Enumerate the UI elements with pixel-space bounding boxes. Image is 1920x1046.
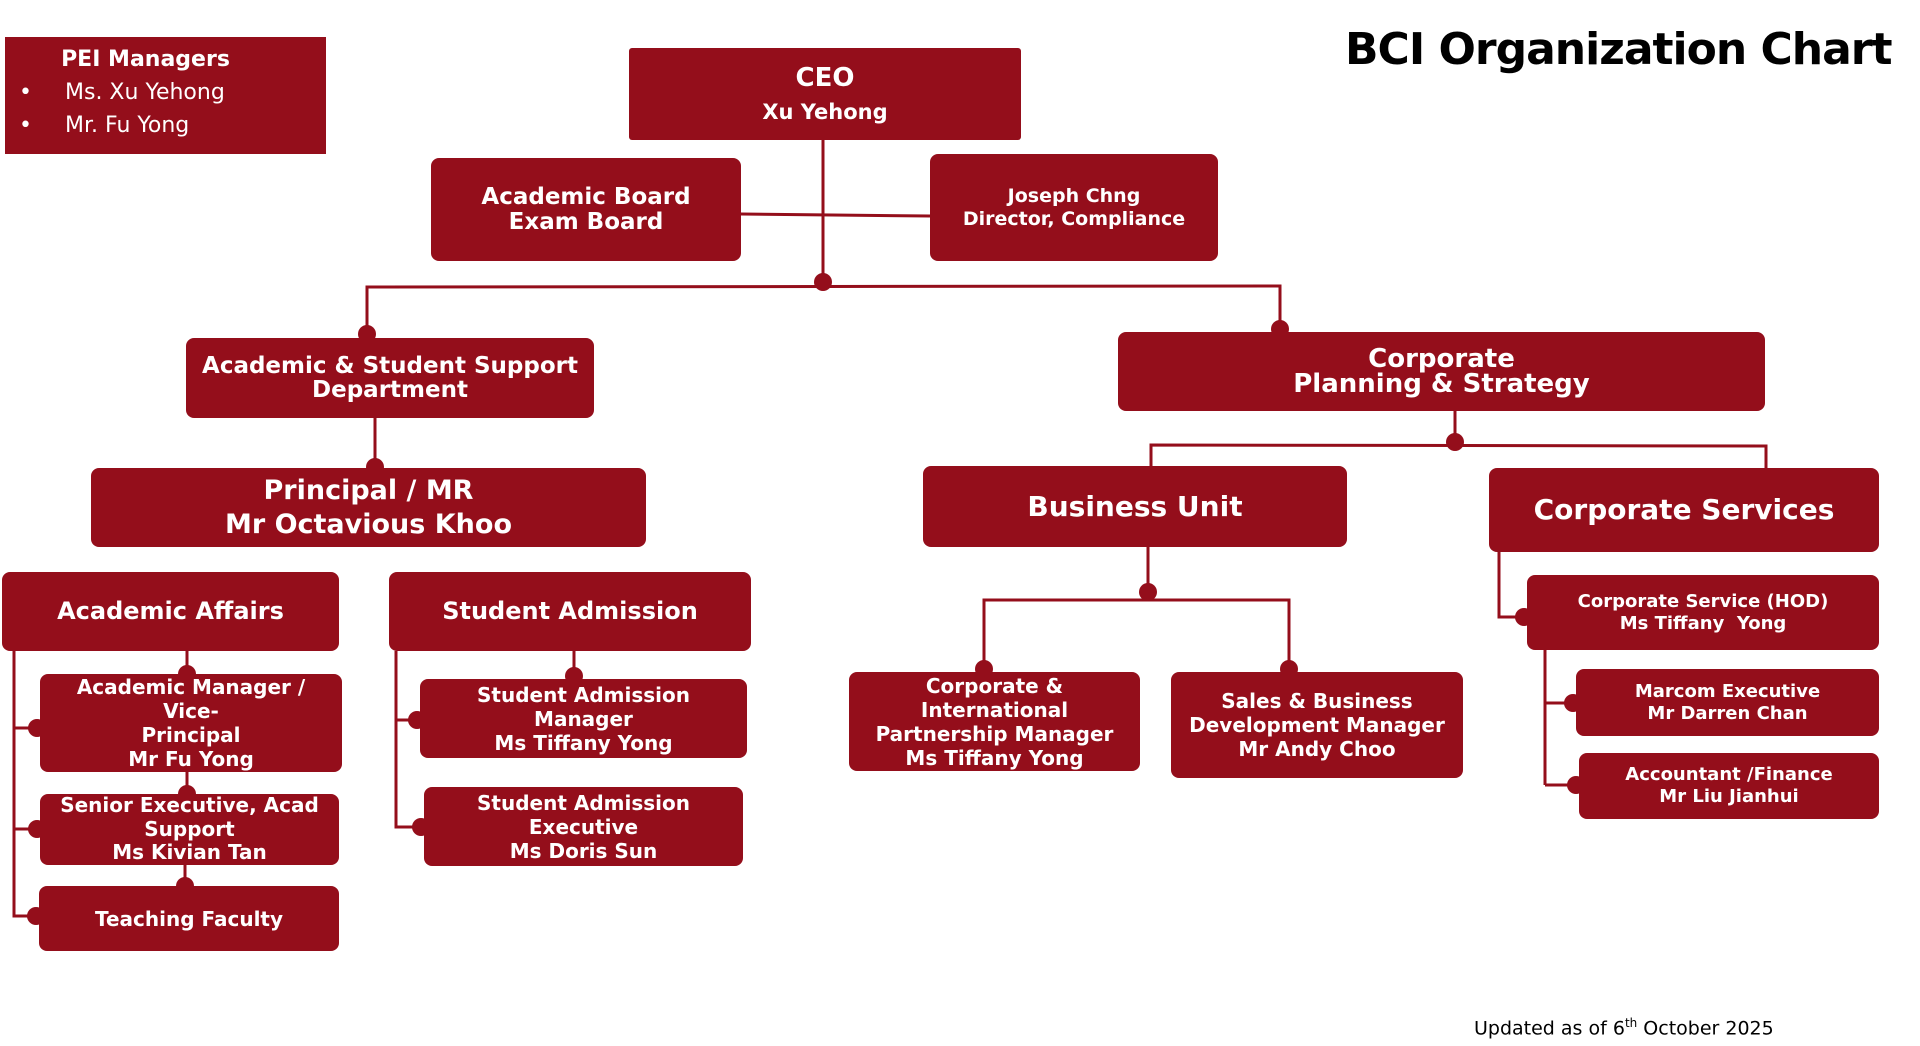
node-senior-executive: Senior Executive, Acad Support Ms Kivian…: [40, 794, 339, 865]
node-student-admission-manager: Student Admission Manager Ms Tiffany Yon…: [420, 679, 747, 758]
node-academic-manager: Academic Manager / Vice- Principal Mr Fu…: [40, 674, 342, 772]
connector-dot: [1446, 433, 1464, 451]
node-corporate-international-partnership-manager: Corporate & International Partnership Ma…: [849, 672, 1140, 771]
pei-managers-list: •Ms. Xu Yehong •Mr. Fu Yong: [5, 76, 326, 142]
node-academic-board: Academic Board Exam Board: [431, 158, 741, 261]
connector-dot: [1139, 583, 1157, 601]
pei-manager-item: •Ms. Xu Yehong: [5, 76, 326, 109]
node-academic-student-support: Academic & Student Support Department: [186, 338, 594, 418]
node-marcom-executive: Marcom Executive Mr Darren Chan: [1576, 669, 1879, 736]
connector: [12, 651, 39, 918]
node-accountant-finance: Accountant /Finance Mr Liu Jianhui: [1579, 753, 1879, 819]
node-corporate-service-hod: Corporate Service (HOD) Ms Tiffany Yong: [1527, 575, 1879, 650]
connector: [365, 284, 1282, 338]
node-student-admission-executive: Student Admission Executive Ms Doris Sun: [424, 787, 743, 866]
pei-manager-item: •Mr. Fu Yong: [5, 109, 326, 142]
node-compliance: Joseph Chng Director, Compliance: [930, 154, 1218, 261]
connector-dot: [814, 273, 832, 291]
pei-managers-heading: PEI Managers: [61, 47, 230, 72]
connector: [740, 212, 931, 218]
node-corporate-planning-strategy: Corporate Planning & Strategy: [1118, 332, 1765, 411]
page-title: BCI Organization Chart: [1345, 24, 1893, 75]
updated-date: Updated as of 6th October 2025: [1474, 1016, 1774, 1040]
node-ceo: CEO Xu Yehong: [629, 48, 1021, 140]
bullet-icon: •: [19, 80, 32, 105]
node-business-unit: Business Unit: [923, 466, 1347, 547]
node-corporate-services: Corporate Services: [1489, 468, 1879, 552]
node-academic-affairs: Academic Affairs: [2, 572, 339, 651]
node-student-admission: Student Admission: [389, 572, 751, 651]
connector: [982, 598, 1291, 672]
pei-managers-box: PEI Managers •Ms. Xu Yehong •Mr. Fu Yong: [5, 37, 326, 154]
node-sales-business-development-manager: Sales & Business Development Manager Mr …: [1171, 672, 1463, 778]
connector: [1497, 552, 1527, 619]
node-teaching-faculty: Teaching Faculty: [39, 886, 339, 951]
node-principal: Principal / MR Mr Octavious Khoo: [91, 468, 646, 547]
bullet-icon: •: [19, 113, 32, 138]
